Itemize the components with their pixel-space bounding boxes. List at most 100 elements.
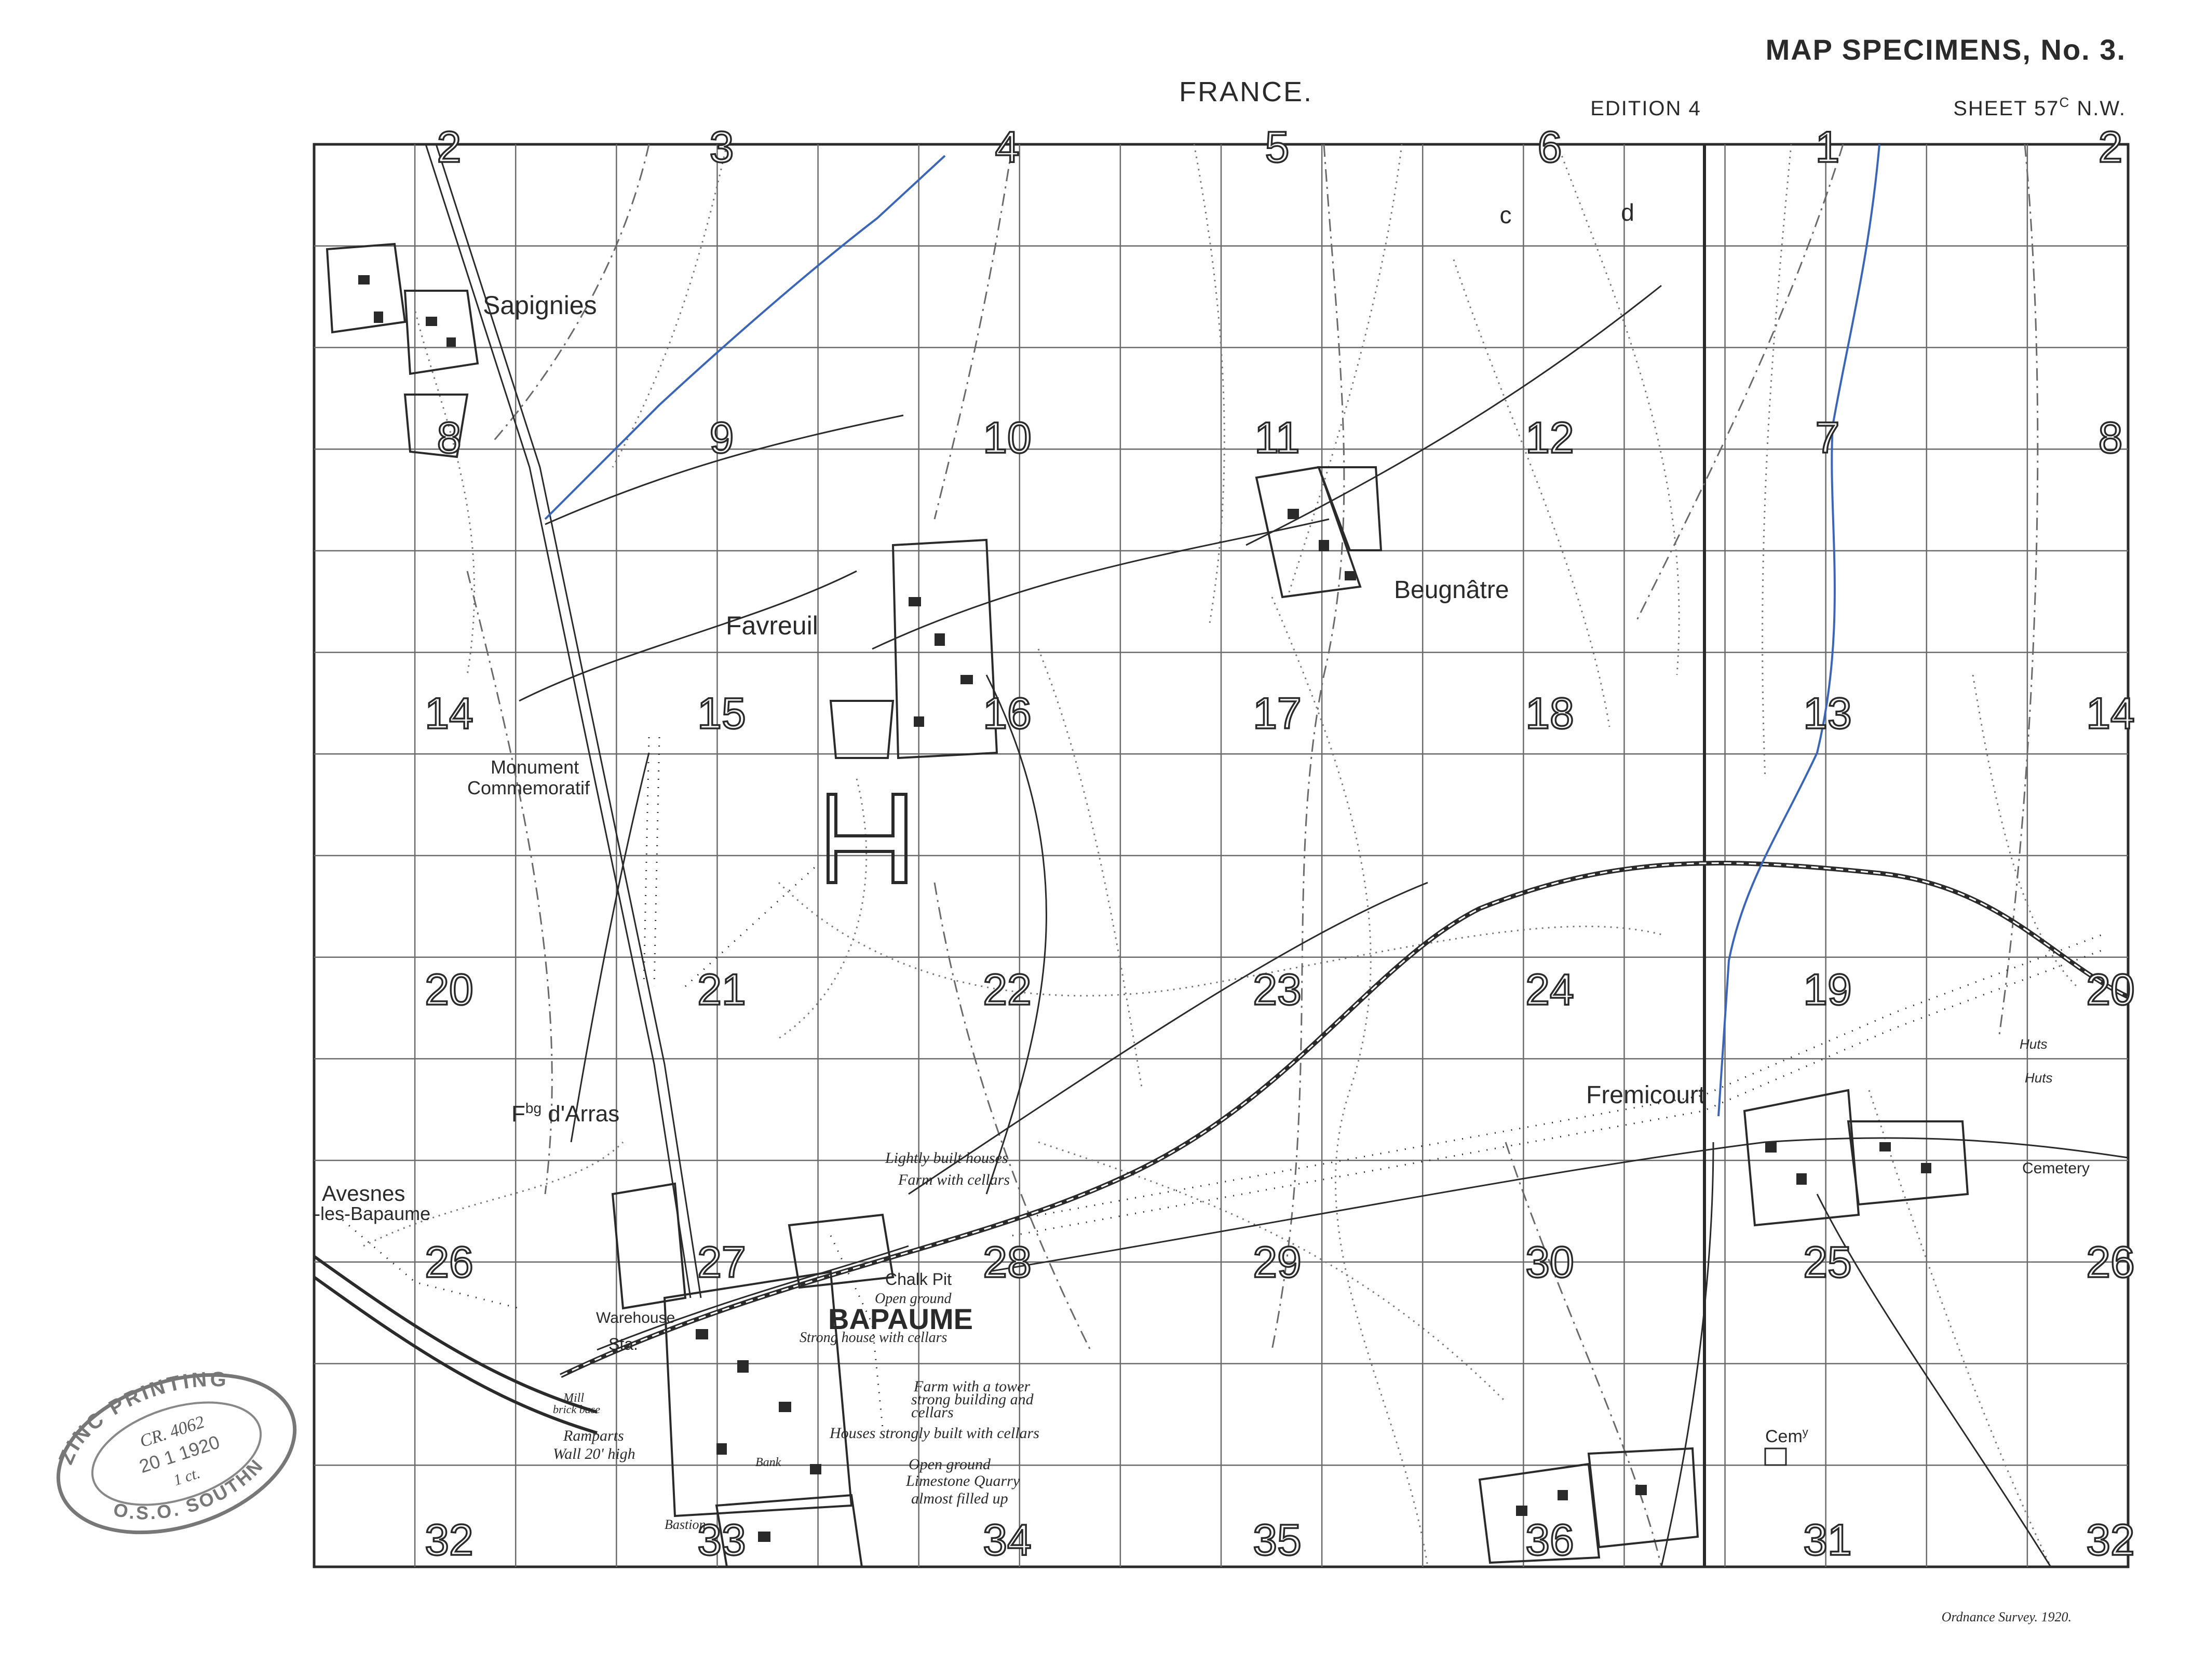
grid-square-number: 36 (1525, 1515, 1574, 1564)
grid-square-number: 14 (2086, 689, 2134, 738)
note-houses-strong: Houses strongly built with cellars (829, 1425, 1039, 1442)
grid-square-number: 7 (1816, 413, 1840, 462)
note-open-ground-2: Open ground (909, 1456, 991, 1473)
survey-credit: Ordnance Survey. 1920. (1942, 1609, 2072, 1624)
place-commemoratif: Commemoratif (467, 777, 590, 798)
grid-square-number: 27 (697, 1238, 746, 1286)
grid-number-top: 3 (710, 123, 734, 171)
place-huts-2: Huts (2025, 1070, 2052, 1086)
place-fremicourt: Fremicourt (1586, 1081, 1705, 1109)
grid-square-number: 9 (710, 413, 734, 462)
field-tracks (466, 144, 2039, 1567)
note-mill-1: Mill (563, 1391, 584, 1405)
place-cemetery: Cemetery (2022, 1160, 2090, 1177)
note-farm-tower-3: cellars (911, 1404, 954, 1421)
place-station: Sta. (608, 1335, 638, 1353)
note-lightly-built: Lightly built houses (885, 1149, 1008, 1167)
place-monument: Monument (491, 756, 579, 778)
grid-square-number: 18 (1525, 689, 1574, 738)
grid-square-number: 28 (983, 1238, 1031, 1286)
place-favreuil: Favreuil (726, 611, 818, 640)
grid-square-number: 23 (1253, 965, 1301, 1014)
grid-square-number: 17 (1253, 689, 1301, 738)
village-houses (358, 275, 1931, 1542)
note-bank: Bank (755, 1456, 781, 1469)
note-mill-2: brick base (553, 1403, 600, 1416)
grid-number-top: 5 (1265, 123, 1290, 171)
grid-number-top: 2 (437, 123, 462, 171)
grid-square-number: 20 (425, 965, 473, 1014)
note-ramparts-1: Ramparts (563, 1427, 624, 1444)
grid-square-number: 34 (983, 1515, 1031, 1564)
railway-line (313, 861, 2129, 1434)
grid-square-number: 8 (437, 413, 462, 462)
grid-square-number: 32 (2086, 1515, 2134, 1564)
grid-square-number: 11 (1254, 413, 1299, 462)
grid-square-number: 29 (1253, 1238, 1301, 1286)
place-names: Sapignies Favreuil Beugnâtre Monument Co… (314, 291, 2090, 1446)
grid-number-top: 1 (1816, 123, 1840, 171)
roads (425, 144, 2129, 1567)
grid-square-number: 24 (1525, 965, 1574, 1014)
grid-square-number: 8 (2099, 413, 2123, 462)
note-chalk-pit: Chalk Pit (885, 1270, 952, 1289)
office-stamp: ZINC PRINTING O.S.O. SOUTHN CR. 4062 20 … (40, 1354, 297, 1540)
map-frame (313, 143, 2130, 1568)
grid-square-number: 35 (1253, 1515, 1301, 1564)
note-open-ground-1: Open ground (875, 1291, 952, 1307)
map-series-title: MAP SPECIMENS, No. 3. (1766, 33, 2126, 66)
note-limestone-2: almost filled up (911, 1490, 1008, 1507)
note-limestone-1: Limestone Quarry (905, 1472, 1020, 1489)
note-farm-cellars: Farm with cellars (898, 1171, 1010, 1188)
contour-lines (363, 144, 2078, 1567)
tree-lined-roads (342, 737, 2103, 1428)
map-country-title: FRANCE. (1179, 76, 1313, 107)
place-warehouse: Warehouse (596, 1309, 675, 1326)
note-bastion: Bastion (665, 1517, 706, 1532)
map-edition: EDITION 4 (1590, 97, 1701, 120)
place-huts-1: Huts (2020, 1036, 2047, 1052)
grid-square-number: 26 (425, 1238, 473, 1286)
sub-letter-c: c (1500, 201, 1512, 228)
grid-square-number: 12 (1525, 413, 1574, 462)
grid-square-number: 15 (697, 689, 746, 738)
grid-number-top: 6 (1538, 123, 1562, 171)
grid-square-number: 21 (697, 965, 746, 1014)
village-blocks (326, 242, 1969, 1568)
place-avesnes: Avesnes (322, 1181, 405, 1205)
grid-square-number: 22 (983, 965, 1031, 1014)
map-sheet-number: SHEET 57C N.W. (1953, 94, 2126, 120)
grid-square-number: 14 (425, 689, 473, 738)
note-farm-tower-1: Farm with a tower (913, 1378, 1031, 1395)
sub-letter-d: d (1621, 199, 1634, 226)
grid-square-number: 19 (1803, 965, 1851, 1014)
note-ramparts-2: Wall 20' high (553, 1445, 635, 1462)
place-sapignies: Sapignies (483, 291, 597, 320)
grid-square-number: 13 (1803, 689, 1851, 738)
trench-h-symbol (827, 793, 908, 884)
place-beugnatre: Beugnâtre (1394, 576, 1509, 604)
grid-square-number: 20 (2086, 965, 2134, 1014)
grid-square-number: 32 (425, 1515, 473, 1564)
grid-square-number: 16 (983, 689, 1031, 738)
stamp-line-3: 1 ct. (171, 1465, 202, 1489)
grid-square-number: 31 (1803, 1515, 1851, 1564)
place-fbg-darras: Fbg d'Arras (511, 1100, 619, 1127)
grid-square-number: 33 (697, 1515, 746, 1564)
grid-number-top: 2 (2099, 123, 2123, 171)
waterways (544, 144, 1880, 1117)
grid-square-number: 25 (1803, 1238, 1851, 1286)
grid-square-number: 30 (1525, 1238, 1574, 1286)
note-strong-house: Strong house with cellars (800, 1330, 947, 1346)
grid-square-number: 10 (983, 413, 1031, 462)
cemetery-plot (1764, 1447, 1787, 1466)
place-les-bapaume: -les-Bapaume (314, 1203, 430, 1224)
map-annotations: Lightly built houses Farm with cellars C… (553, 1149, 1039, 1532)
grid-square-number: 26 (2086, 1238, 2134, 1286)
note-farm-tower-2: strong building and (911, 1391, 1034, 1408)
place-cemy: Cemy (1765, 1426, 1808, 1446)
grid-number-top: 4 (995, 123, 1020, 171)
place-bapaume: BAPAUME (828, 1303, 973, 1335)
